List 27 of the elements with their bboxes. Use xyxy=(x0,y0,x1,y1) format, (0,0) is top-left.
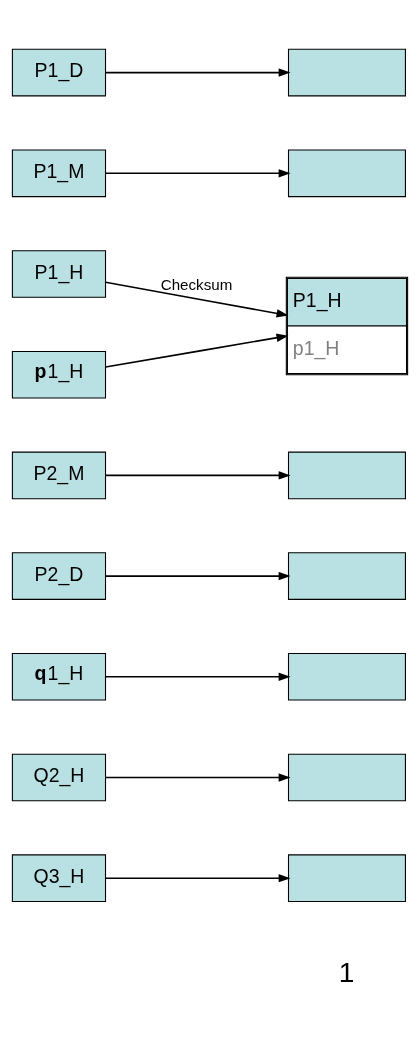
label: 1 xyxy=(338,957,355,989)
arrow xyxy=(104,281,289,318)
arrow xyxy=(104,773,291,782)
arrow xyxy=(104,874,291,883)
node-box xyxy=(287,652,406,701)
arrow xyxy=(104,571,291,581)
node-box: Q2_H xyxy=(11,753,107,802)
node-box xyxy=(287,48,406,97)
node-box xyxy=(287,753,406,802)
node-box: P1_D xyxy=(11,48,107,97)
node-box xyxy=(287,451,406,500)
node-box: q1_H xyxy=(11,652,107,701)
arrow xyxy=(104,68,291,77)
arrow xyxy=(104,672,291,681)
node-box: P2_M xyxy=(11,451,107,500)
arrow xyxy=(104,333,289,368)
arrow xyxy=(104,471,291,480)
node-box: P1_M xyxy=(11,149,107,198)
node-box: Q3_H xyxy=(11,854,107,902)
node-box xyxy=(287,854,406,902)
node-box: P2_D xyxy=(11,552,107,600)
edge-label: Checksum xyxy=(160,276,233,294)
arrow xyxy=(104,169,291,178)
node-box xyxy=(287,149,406,198)
node-box: P1_H xyxy=(11,250,107,298)
node-box: p1_H xyxy=(11,350,107,399)
node-box xyxy=(287,552,406,600)
